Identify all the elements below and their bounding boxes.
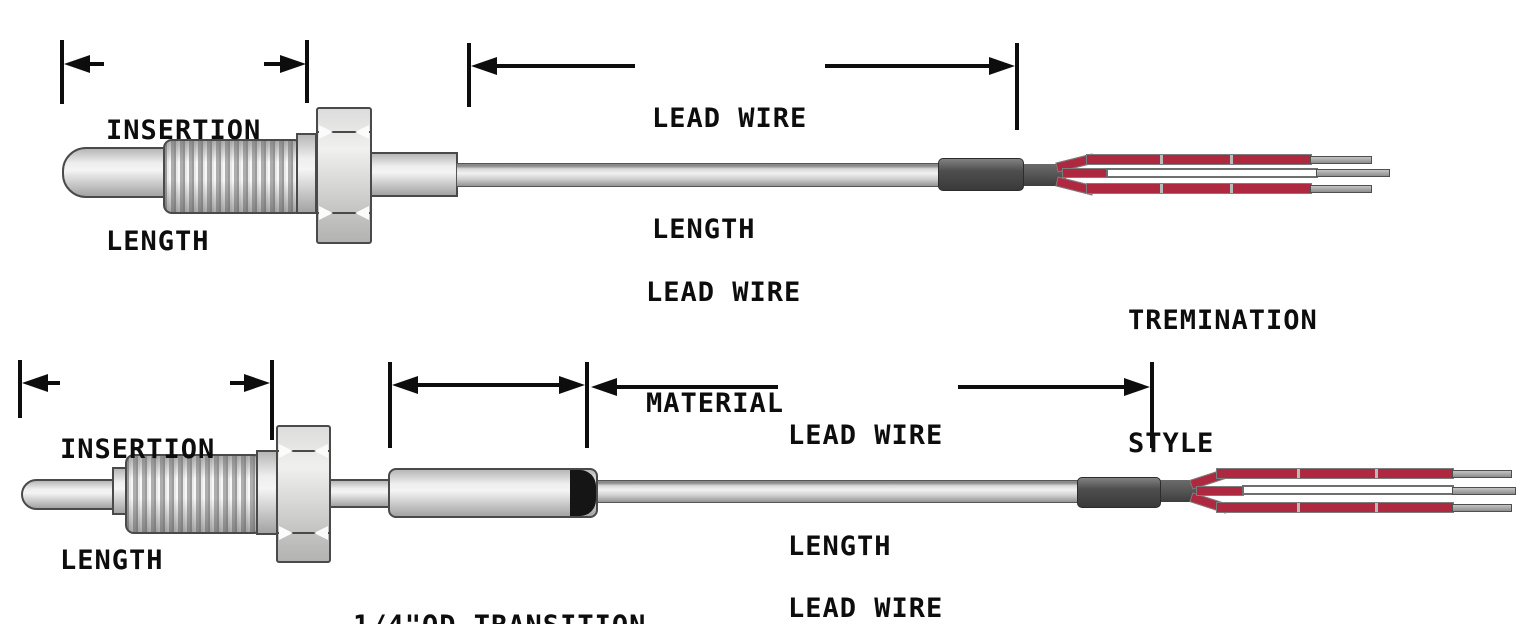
dim-bar-transition-right <box>585 362 589 448</box>
dim-arrowhead-right <box>244 374 270 392</box>
wire-tip <box>1310 156 1372 164</box>
thread-section <box>125 454 258 534</box>
lead-wire-material-label: LEAD WIRE MATERIAL <box>788 593 944 624</box>
dim-arrowhead-right <box>989 57 1015 75</box>
wire-tip <box>1452 470 1512 478</box>
wire-tip <box>1452 487 1516 495</box>
hex-nut-chamfer <box>314 526 328 540</box>
wire-bare-middle <box>1242 485 1454 495</box>
dim-line <box>495 64 635 68</box>
dim-bar-insertion-right <box>305 40 309 103</box>
dim-line <box>230 381 246 385</box>
termination-style-label: TREMINATION STYLE <box>1255 535 1445 624</box>
wire-red-top <box>1086 154 1312 165</box>
dim-line <box>414 383 564 387</box>
hex-nut-chamfer <box>319 125 333 139</box>
probe-stem <box>370 152 458 197</box>
dim-bar-transition-left <box>388 362 392 448</box>
wire-tip <box>1310 185 1372 193</box>
dim-bar-leadwire-left <box>467 43 471 107</box>
probe-stem <box>328 479 390 508</box>
dim-line <box>44 381 60 385</box>
lead-wire-material-label: LEAD WIRE MATERIAL <box>646 277 802 419</box>
insertion-length-label: INSERTION LENGTH <box>60 434 216 576</box>
wire-middle-insulation <box>1196 486 1244 496</box>
insertion-length-label: INSERTION LENGTH <box>106 115 262 257</box>
wire-tip <box>1316 169 1390 177</box>
hex-nut-chamfer <box>279 444 293 458</box>
lead-wire <box>456 163 940 187</box>
transition-tube <box>388 468 598 518</box>
dim-arrowhead-left <box>22 374 48 392</box>
hex-nut-facet-line <box>278 450 329 452</box>
termination-style-label: TREMINATION STYLE <box>1128 305 1318 459</box>
wire-red-bottom <box>1086 183 1312 194</box>
hex-nut-chamfer <box>355 206 369 220</box>
dim-arrowhead-right <box>280 55 306 73</box>
wire-middle-insulation <box>1062 168 1108 178</box>
dim-arrowhead-left <box>64 55 90 73</box>
dim-bar-leadwire-right <box>1150 362 1154 448</box>
probe-tip-reduced <box>21 479 115 510</box>
wire-tip <box>1452 504 1512 512</box>
hex-nut-facet-line <box>318 131 370 133</box>
dim-line <box>958 385 1128 389</box>
wire-bare-middle <box>1106 168 1318 178</box>
dim-line <box>825 64 991 68</box>
hex-nut-chamfer <box>355 125 369 139</box>
dim-line <box>86 62 104 66</box>
hex-nut-facet-line <box>318 212 370 214</box>
dim-bar-insertion-left <box>60 40 64 104</box>
dim-arrowhead-left <box>591 378 617 396</box>
lead-wire-length-label: LEAD WIRE LENGTH <box>788 420 944 562</box>
wire-red-bottom <box>1216 502 1454 513</box>
dim-arrowhead-left <box>471 57 497 75</box>
transition-sleeve <box>1077 477 1161 508</box>
dim-bar-insertion-right <box>270 360 274 440</box>
probe-tip <box>62 147 165 198</box>
dim-arrowhead-right <box>1124 378 1150 396</box>
hex-nut-chamfer <box>314 444 328 458</box>
hex-nut-chamfer <box>279 526 293 540</box>
transition-label: 1/4"OD TRANSITION 500°F EPOXY <box>353 533 646 624</box>
hex-nut-facet-line <box>278 532 329 534</box>
dim-arrowhead-left <box>392 376 418 394</box>
thread-collar <box>256 450 278 535</box>
dim-line <box>264 62 282 66</box>
dim-bar-insertion-left <box>18 360 22 418</box>
lead-wire-length-label: LEAD WIRE LENGTH <box>652 103 808 245</box>
wire-red-top <box>1216 468 1454 479</box>
epoxy-cap <box>570 470 596 516</box>
transition-sleeve <box>938 158 1024 191</box>
dim-arrowhead-right <box>559 376 585 394</box>
hex-nut-chamfer <box>319 206 333 220</box>
dim-line <box>615 385 778 389</box>
dim-bar-leadwire-right <box>1015 43 1019 130</box>
thread-collar <box>296 133 317 214</box>
